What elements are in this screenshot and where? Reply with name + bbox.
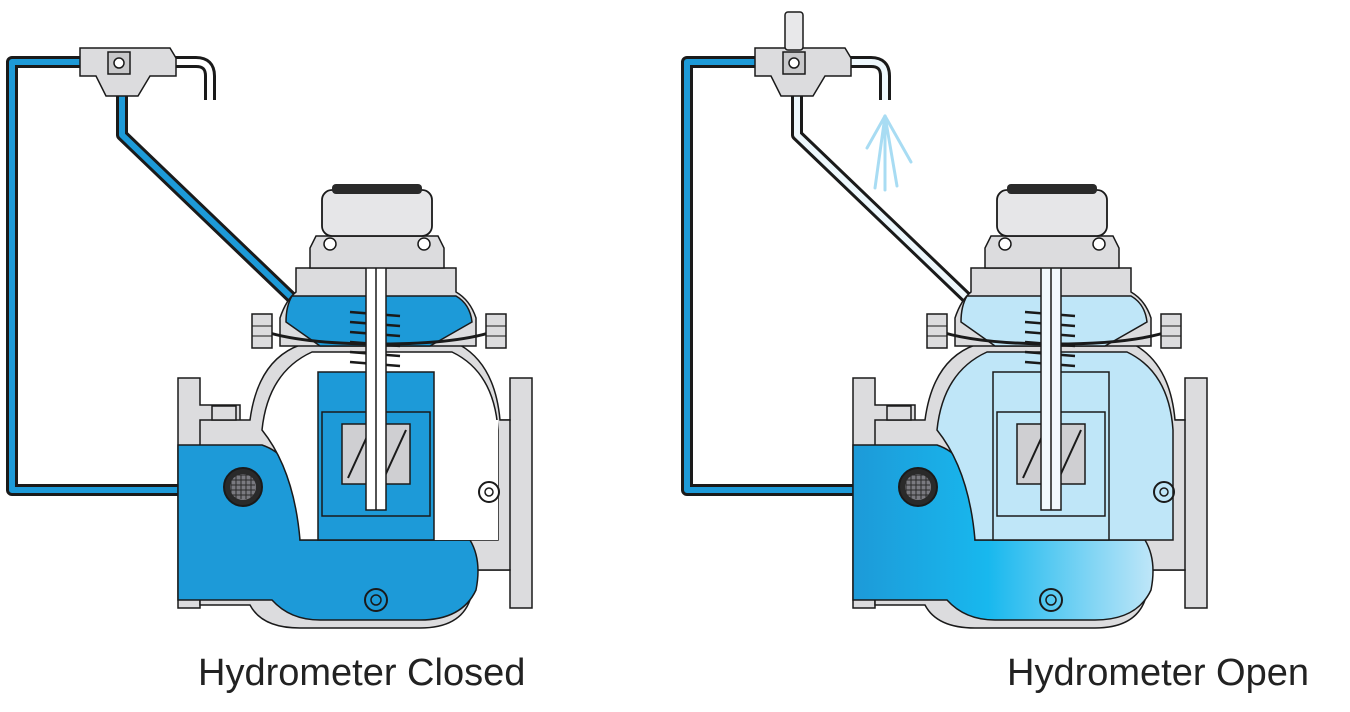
bonnet-bolt — [485, 313, 507, 349]
flange-bolt — [886, 405, 912, 421]
indicator-cover — [996, 189, 1108, 237]
drain-tube — [132, 59, 213, 100]
outlet-plug — [478, 481, 500, 503]
caption-hydrometer-closed: Hydrometer Closed — [198, 652, 526, 694]
bonnet-control-tube — [119, 82, 295, 301]
outlet-plug — [1153, 481, 1175, 503]
drain-spray — [865, 114, 913, 192]
bottom-plug — [364, 588, 388, 612]
bonnet-cap — [984, 235, 1120, 269]
cap-knob — [323, 237, 337, 251]
diagram-hydrometer-closed: Hydrometer Closed — [6, 47, 533, 694]
drain-tube — [807, 59, 888, 100]
bonnet-bolt — [926, 313, 948, 349]
bonnet — [926, 184, 1182, 511]
valve-body — [177, 339, 533, 629]
bottom-plug — [1039, 588, 1063, 612]
bonnet-bolt — [251, 313, 273, 349]
cap-knob — [998, 237, 1012, 251]
caption-hydrometer-open: Hydrometer Open — [1007, 652, 1310, 694]
bonnet-cap — [309, 235, 445, 269]
cap-knob — [1092, 237, 1106, 251]
inlet-control-tube — [684, 59, 893, 493]
bonnet-bolt — [1160, 313, 1182, 349]
indicator-cover — [321, 189, 433, 237]
cap-knob — [417, 237, 431, 251]
inlet-control-tube — [9, 59, 218, 493]
bonnet — [251, 184, 507, 511]
valve-drawing-open — [681, 11, 1208, 629]
valve-drawing-closed — [6, 47, 533, 629]
valve-body — [852, 339, 1208, 629]
bonnet-control-tube — [794, 82, 970, 301]
pilot-plunger — [784, 11, 804, 51]
hydrometer-pilot — [754, 11, 852, 97]
diagram-hydrometer-open: Hydrometer Open — [675, 0, 1350, 712]
hydrometer-pilot — [79, 47, 177, 97]
flange-bolt — [211, 405, 237, 421]
